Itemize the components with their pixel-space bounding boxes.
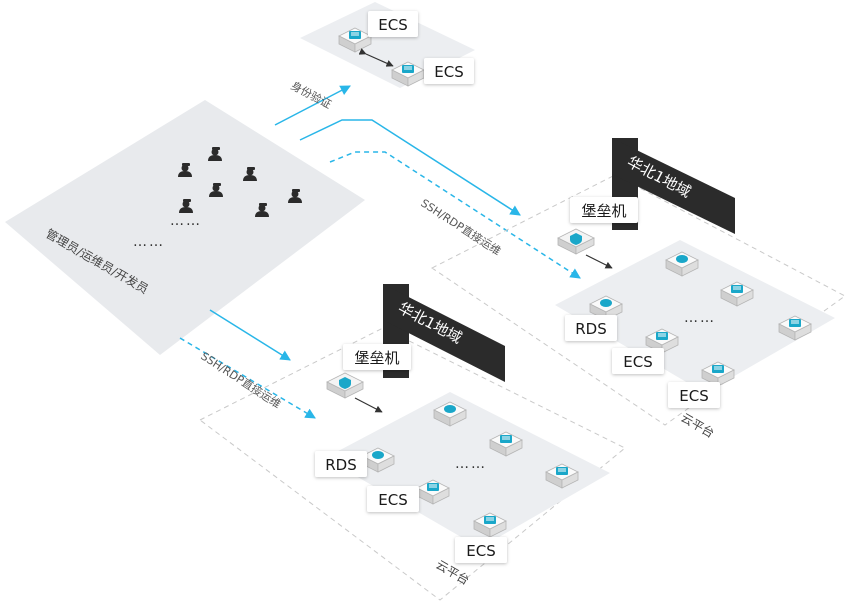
right-cloud-label: 云平台 (679, 410, 718, 441)
region-right: 华北1地域 堡垒机 …… RDS ECS ECS 云平台 (431, 138, 846, 441)
dashed-to-left-region (179, 337, 316, 419)
users-panel (5, 100, 365, 355)
bastion-right-icon (557, 228, 595, 255)
right-ecs-1-label: ECS (612, 348, 664, 374)
bastion-left-label: 堡垒机 (343, 344, 411, 370)
dashed-to-right-region (329, 151, 581, 279)
right-rds-text: RDS (575, 320, 607, 338)
right-ecs-2-text: ECS (679, 387, 708, 405)
right-ecs-1-text: ECS (623, 353, 652, 371)
top-ecs-group: ECS ECS (300, 2, 475, 88)
ssh-left-edge-label: SSH/RDP直接运维 (198, 349, 283, 411)
top-ecs-2-text: ECS (434, 63, 463, 81)
region-left: 华北1地域 堡垒机 …… RDS ECS ECS 云平台 (199, 284, 626, 601)
bastion-left-icon (326, 372, 364, 399)
line-to-left-region (209, 309, 291, 361)
left-ecs-2-label: ECS (455, 537, 507, 563)
top-ecs-1-text: ECS (378, 16, 407, 34)
users-more-1: …… (170, 213, 202, 229)
top-ecs-2-label: ECS (424, 58, 474, 84)
left-more: …… (455, 456, 487, 472)
left-rds-label: RDS (315, 451, 367, 477)
left-ecs-1-text: ECS (378, 491, 407, 509)
ssh-right-edge-label: SSH/RDP直接运维 (418, 196, 503, 258)
users-more-2: …… (133, 234, 165, 250)
region-right-outline (431, 174, 846, 426)
bastion-left-link (354, 397, 383, 413)
region-right-panel (555, 240, 835, 393)
bastion-right-link (585, 254, 613, 269)
top-ecs-1-label: ECS (368, 11, 418, 37)
bastion-left-text: 堡垒机 (354, 349, 399, 367)
region-left-outline (199, 327, 626, 601)
right-rds-label: RDS (565, 315, 617, 341)
left-rds-text: RDS (325, 456, 357, 474)
bastion-right-label: 堡垒机 (570, 197, 638, 223)
bastion-right-text: 堡垒机 (581, 202, 626, 220)
left-ecs-2-text: ECS (466, 542, 495, 560)
right-more: …… (684, 310, 716, 326)
left-ecs-1-label: ECS (367, 486, 419, 512)
region-left-panel (325, 392, 610, 548)
users-group: …… …… 管理员/运维员/开发员 (5, 100, 365, 355)
auth-arrow (274, 85, 351, 126)
top-ecs-link (358, 48, 394, 67)
line-to-right-region (299, 119, 521, 216)
right-ecs-2-label: ECS (668, 382, 720, 408)
